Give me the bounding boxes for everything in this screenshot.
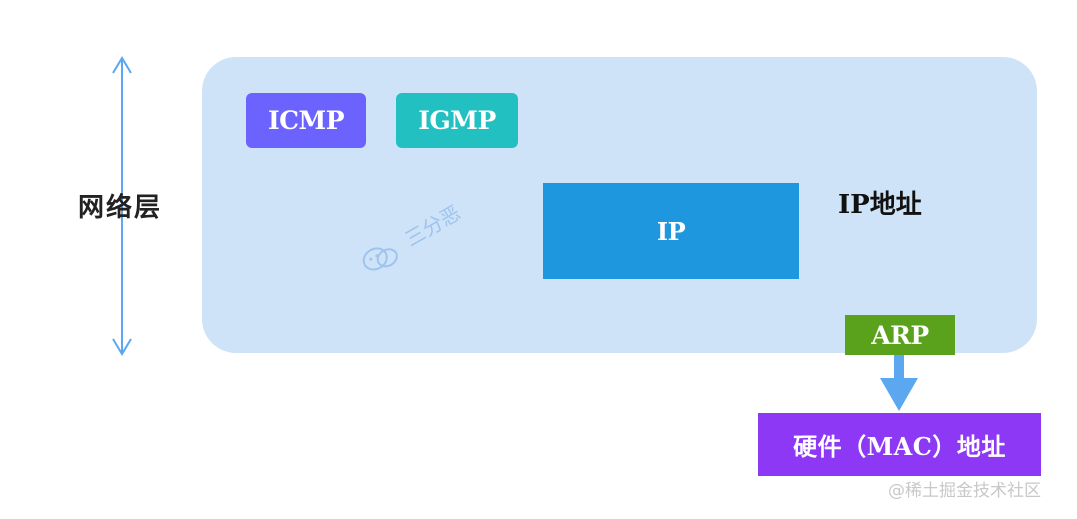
credit-watermark: @稀土掘金技术社区 — [888, 481, 1041, 501]
igmp-box: IGMP — [396, 93, 518, 148]
mac-address-box: 硬件（MAC）地址 — [758, 413, 1041, 476]
network-layer-label: 网络层 — [78, 193, 163, 223]
arp-to-mac-arrow — [880, 355, 918, 411]
arp-box: ARP — [845, 315, 955, 355]
icmp-box: ICMP — [246, 93, 366, 148]
ip-address-label: IP地址 — [838, 190, 922, 220]
wechat-icon — [362, 246, 398, 271]
watermark: 三分恶 — [355, 197, 466, 279]
layer-span-arrow — [112, 56, 132, 356]
ip-box: IP — [543, 183, 799, 279]
